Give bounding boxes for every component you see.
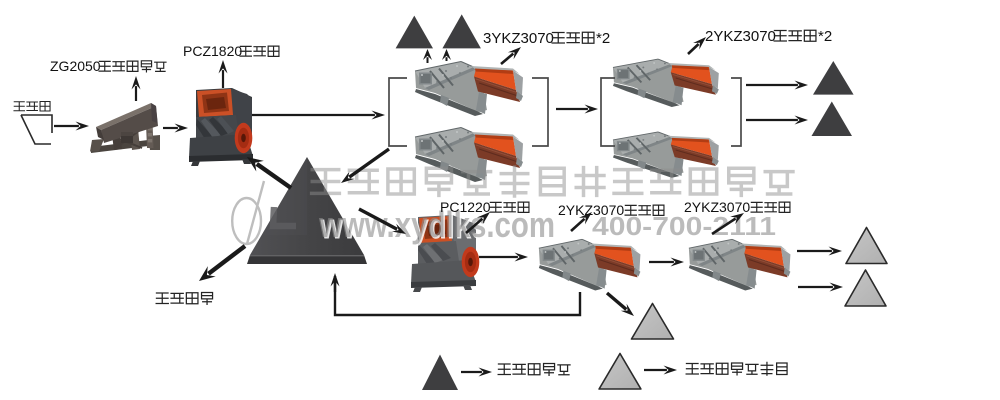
svg-text:2YKZ3070: 2YKZ3070 — [705, 28, 776, 45]
svg-text:*2: *2 — [596, 30, 610, 47]
svg-text:*2: *2 — [818, 28, 832, 45]
svg-text:ZG2050: ZG2050 — [50, 58, 101, 74]
svg-text:400-700-2111: 400-700-2111 — [592, 211, 776, 241]
svg-text:PCZ1820: PCZ1820 — [183, 43, 242, 59]
svg-text:www.xydlks.com: www.xydlks.com — [320, 206, 557, 247]
svg-text:2YKZ3070: 2YKZ3070 — [684, 199, 750, 215]
svg-text:2YKZ3070: 2YKZ3070 — [558, 202, 624, 218]
svg-text:PC1220: PC1220 — [440, 199, 491, 215]
svg-text:400-700-2111: 400-700-2111 — [594, 213, 778, 243]
svg-text:3YKZ3070: 3YKZ3070 — [483, 30, 554, 47]
svg-text:www.xydlks.com: www.xydlks.com — [318, 204, 555, 245]
